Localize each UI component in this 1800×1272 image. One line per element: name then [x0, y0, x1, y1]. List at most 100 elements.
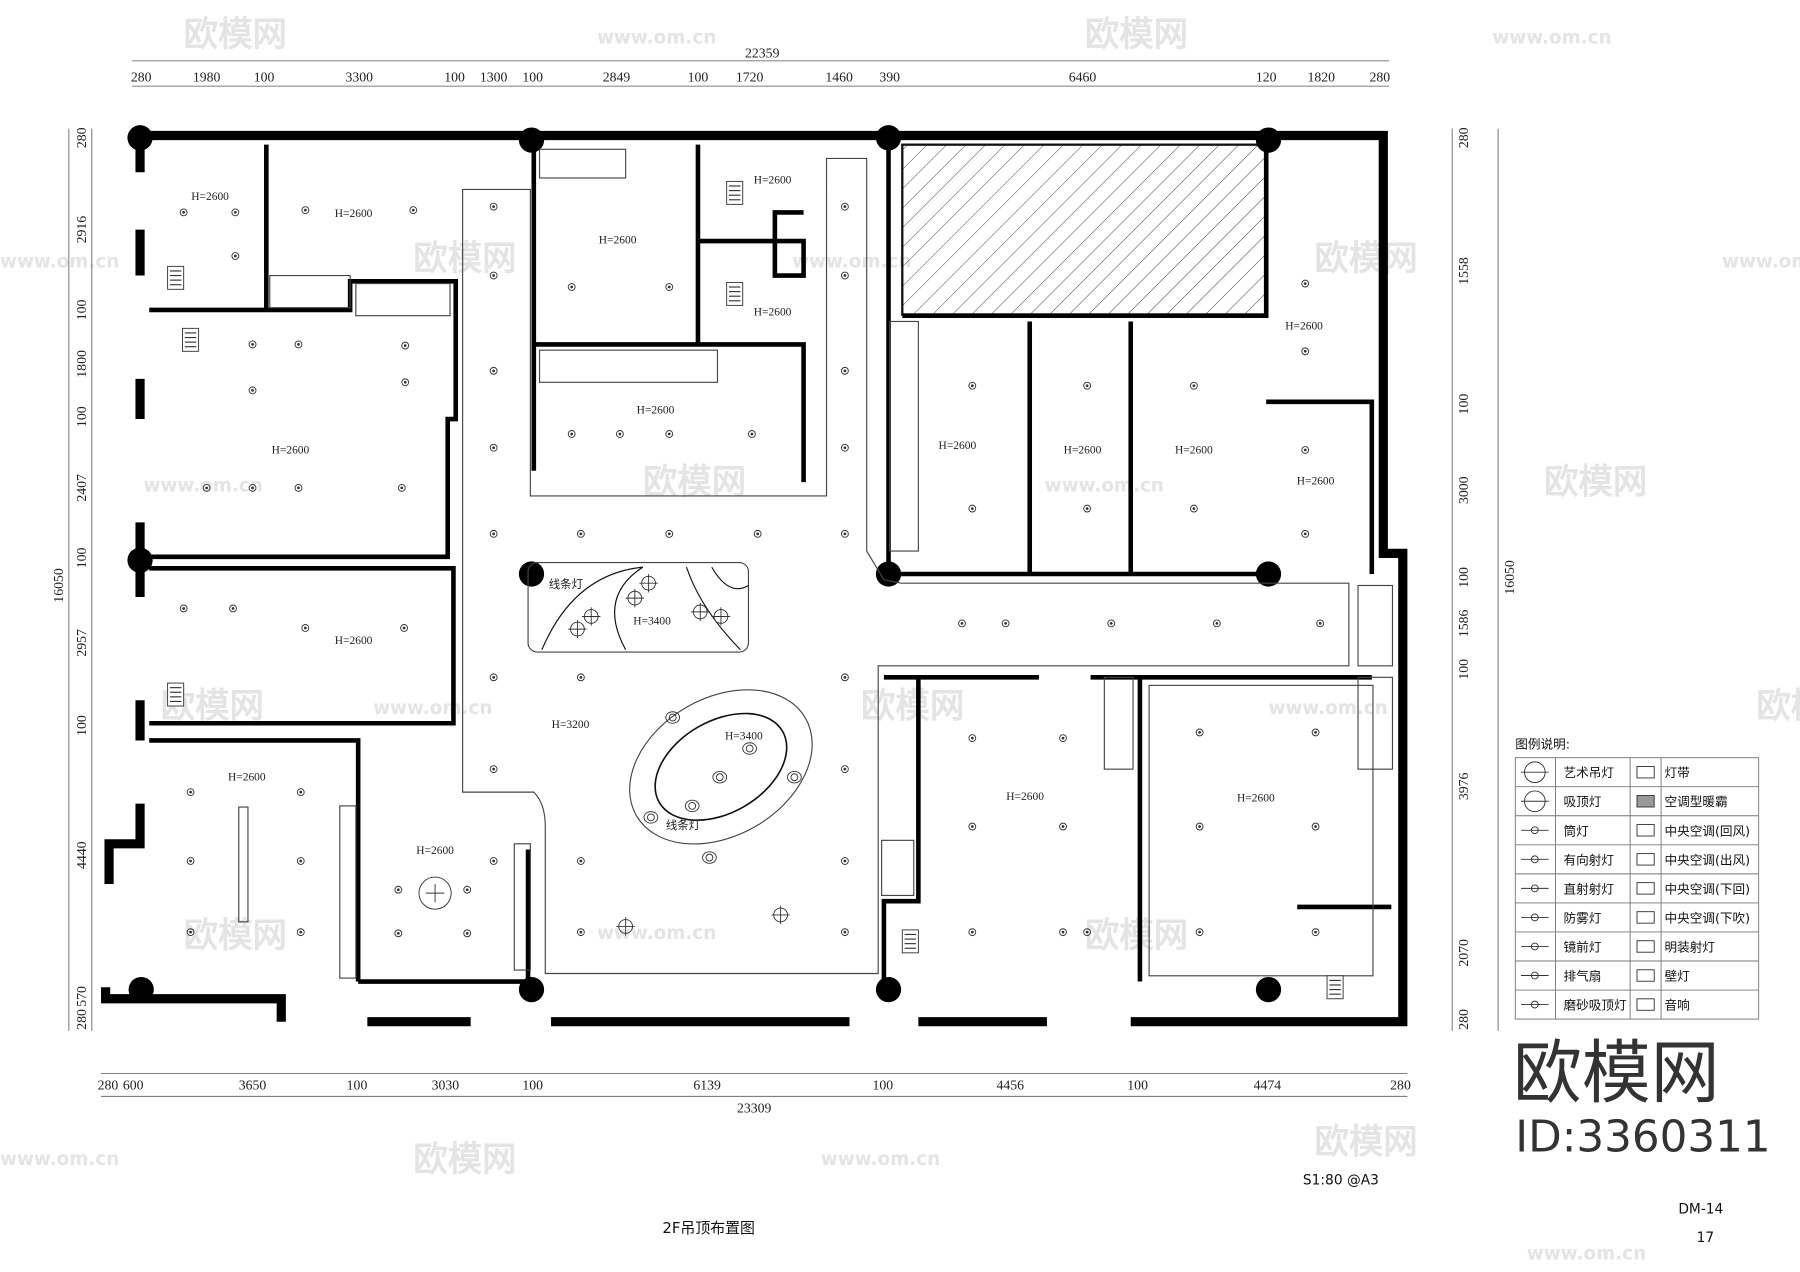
downlight-icon	[1195, 728, 1204, 737]
watermark-url: www.om.cn	[373, 698, 492, 719]
downlight-dot	[233, 211, 237, 214]
downlight-icon	[958, 619, 966, 628]
downlight-dot	[1303, 448, 1307, 452]
downlight-ring	[840, 443, 849, 452]
downlight-icon	[567, 430, 576, 438]
downlight-ring	[489, 443, 498, 452]
downlight-dot	[970, 825, 974, 828]
downlight-dot	[492, 532, 495, 536]
downlight-ring	[394, 929, 403, 938]
spotlight-ring	[684, 799, 700, 813]
downlight-ring	[294, 340, 303, 349]
room-ceiling-height: H=2600	[1064, 444, 1102, 456]
ceiling-light-icon	[625, 588, 645, 608]
downlight-dot	[667, 532, 671, 536]
legend-item-left: 排气扇	[1564, 969, 1602, 984]
downlight-icon	[1195, 822, 1204, 831]
spotlight-inner	[705, 853, 714, 862]
downlight-ring	[229, 604, 237, 613]
downlight-icon	[1083, 928, 1092, 937]
line-light-label: 线条灯	[666, 818, 701, 832]
dimension-right: 3000	[1456, 476, 1471, 504]
downlight-dot	[579, 930, 583, 934]
dimension-bottom: 600	[123, 1077, 144, 1092]
watermark-brand-faint: 欧模网	[1085, 15, 1188, 55]
downlight-icon	[840, 765, 849, 774]
downlight-ring	[1083, 928, 1092, 937]
downlight-icon	[401, 378, 410, 387]
column	[518, 127, 545, 153]
downlight-dot	[492, 675, 495, 679]
downlight-icon	[840, 271, 849, 280]
downlight-icon	[294, 484, 303, 492]
spotlight-ring	[665, 711, 681, 724]
legend-item-left: 筒灯	[1564, 823, 1590, 838]
downlight-ring	[1301, 279, 1310, 288]
legend-item-right: 音响	[1665, 998, 1690, 1013]
dimension-left: 4440	[74, 841, 89, 869]
dimension-right: 280	[1456, 1009, 1471, 1030]
downlight-dot	[396, 931, 400, 935]
heater-icon	[726, 281, 744, 306]
watermark-id: ID:3360311	[1515, 1112, 1770, 1162]
downlight-icon	[248, 484, 257, 492]
dimension-right: 2070	[1456, 939, 1471, 967]
downlight-ring	[1001, 619, 1010, 628]
downlight-icon	[753, 529, 762, 538]
heater-icon	[726, 180, 744, 205]
room-ceiling-height: H=2600	[416, 845, 454, 857]
dimension-bottom: 100	[872, 1077, 893, 1092]
legend-item-left: 直射射灯	[1564, 881, 1615, 896]
downlight-icon	[576, 673, 585, 682]
column	[1255, 976, 1282, 1003]
downlight-dot	[579, 532, 583, 536]
downlight-icon	[1083, 381, 1092, 390]
downlight-icon	[1195, 928, 1204, 937]
dimension-left: 100	[74, 300, 89, 321]
legend-symbol-icon	[1521, 824, 1655, 837]
watermark-brand-faint: 欧模网	[861, 687, 964, 727]
dimension-top: 6460	[1069, 70, 1097, 85]
downlight-icon	[1316, 619, 1325, 628]
dimension-left: 2957	[74, 629, 89, 657]
column	[127, 125, 153, 151]
heater-frame	[901, 929, 919, 954]
downlight-dot	[400, 486, 404, 490]
spotlight-ring	[712, 771, 728, 784]
legend-symbol-icon	[1521, 940, 1655, 953]
column	[875, 976, 902, 1003]
downlight-icon	[576, 928, 585, 937]
spotlight-inner	[688, 801, 697, 810]
legend-symbol-right	[1636, 824, 1655, 837]
downlight-dot	[1318, 621, 1322, 625]
watermark-url: www.om.cn	[1527, 1243, 1646, 1264]
downlight-ring	[665, 283, 674, 291]
downlight-ring	[576, 529, 585, 538]
downlight-ring	[1059, 734, 1067, 743]
downlight-icon	[296, 928, 305, 937]
downlight-dot	[970, 507, 974, 510]
downlight-ring	[1212, 619, 1221, 628]
heater-frame	[182, 327, 200, 352]
downlight-ring	[1083, 504, 1092, 513]
downlight-dot	[579, 859, 583, 863]
downlight-icon	[397, 484, 406, 492]
ceiling-light-icon	[418, 876, 452, 910]
dimension-top: 1980	[193, 70, 221, 85]
room-ceiling-height: H=2600	[272, 444, 310, 456]
downlight-icon	[748, 430, 756, 438]
dimension-top: 100	[444, 70, 465, 85]
downlight-icon	[489, 857, 498, 865]
downlight-ring	[1195, 928, 1204, 937]
ceiling-light-icon	[616, 917, 635, 936]
legend-symbol-right	[1636, 998, 1655, 1011]
dimension-left: 1800	[74, 350, 89, 378]
watermark-brand-faint: 欧模网	[1085, 916, 1188, 956]
downlight-icon	[409, 206, 418, 215]
downlight-ring	[1311, 822, 1320, 831]
downlight-ring	[401, 378, 410, 387]
legend-item-left: 防雾灯	[1564, 910, 1602, 925]
legend-symbol-right	[1636, 795, 1655, 808]
column	[1255, 561, 1282, 587]
heater-icon	[1326, 975, 1344, 1000]
